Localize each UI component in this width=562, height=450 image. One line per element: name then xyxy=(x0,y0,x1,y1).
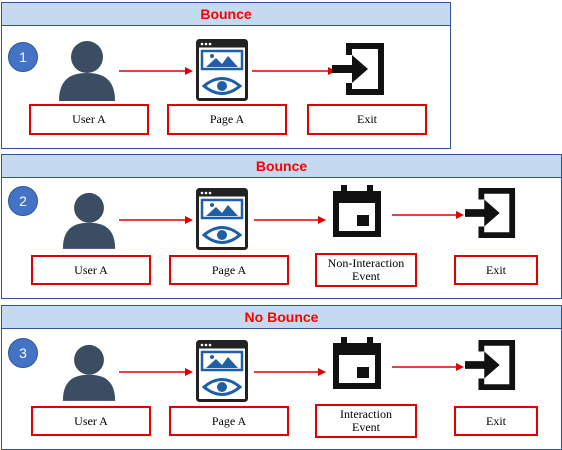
exit-icon xyxy=(465,187,516,239)
arrow xyxy=(252,67,336,75)
step-number-badge: 3 xyxy=(8,338,38,368)
arrow xyxy=(254,368,326,376)
arrow xyxy=(392,211,464,219)
label-interaction-event: Interaction Event xyxy=(315,404,417,438)
panel-title: Bounce xyxy=(2,155,561,178)
step-number-badge: 2 xyxy=(8,186,38,216)
arrow xyxy=(254,216,326,224)
panel-title: Bounce xyxy=(2,3,450,26)
label-page: Page A xyxy=(167,104,287,135)
calendar-event-icon xyxy=(333,337,381,389)
arrow xyxy=(392,363,464,371)
user-icon xyxy=(59,41,115,101)
panel-2: Bounce 2 User A Page A Non-Intera xyxy=(1,154,562,299)
arrow xyxy=(119,67,193,75)
label-exit: Exit xyxy=(454,406,538,436)
arrow xyxy=(119,368,193,376)
label-user: User A xyxy=(31,255,151,285)
user-icon xyxy=(62,344,116,401)
exit-icon xyxy=(332,43,384,95)
arrow xyxy=(119,216,193,224)
panel-1: Bounce 1 User A Page A Exit xyxy=(1,2,451,149)
label-exit: Exit xyxy=(454,255,538,285)
label-user: User A xyxy=(29,104,149,135)
label-user: User A xyxy=(31,406,151,436)
label-exit: Exit xyxy=(307,104,427,135)
panel-title: No Bounce xyxy=(2,306,561,329)
exit-icon xyxy=(465,339,516,391)
panel-3: No Bounce 3 User A Page A Interac xyxy=(1,305,562,450)
label-non-interaction-event: Non-Interaction Event xyxy=(315,253,417,287)
webpage-icon xyxy=(196,39,248,101)
label-page: Page A xyxy=(169,406,289,436)
label-page: Page A xyxy=(169,255,289,285)
webpage-icon xyxy=(196,340,248,402)
user-icon xyxy=(62,192,116,249)
calendar-event-icon xyxy=(333,185,381,237)
step-number-badge: 1 xyxy=(8,42,38,72)
webpage-icon xyxy=(196,188,248,250)
